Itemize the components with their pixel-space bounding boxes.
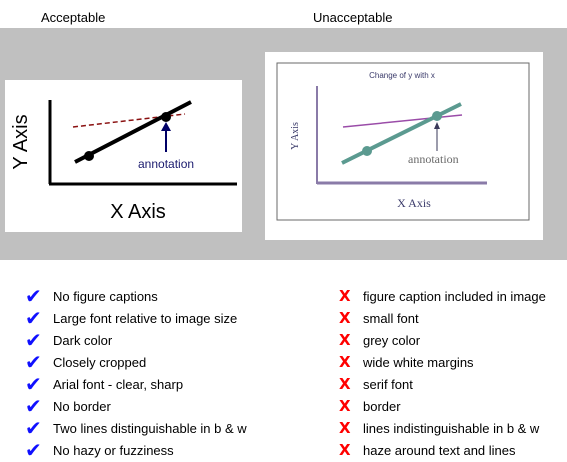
unacceptable-list-item-label: small font [363,310,419,326]
left-plot-arrowhead [161,122,171,131]
unacceptable-list-item-label: haze around text and lines [363,442,516,458]
check-icon: ✔ [25,416,42,440]
check-icon: ✔ [25,328,42,352]
cross-icon: X [339,308,351,327]
cross-icon: X [339,396,351,415]
left-plot-point-1 [84,151,94,161]
unacceptable-list-item-label: serif font [363,376,413,392]
marker: ✔ [25,308,53,328]
left-plot-x-label: X Axis [110,201,166,223]
unacceptable-list-item-label: figure caption included in image [363,288,546,304]
check-icon: ✔ [25,372,42,396]
marker: ✔ [25,418,53,438]
acceptable-list-item-label: No hazy or fuzziness [53,442,174,458]
acceptable-list-item: ✔ No hazy or fuzziness [25,439,310,461]
unacceptable-plot: Change of y with x annotation Y Axis X A… [276,62,530,221]
check-icon: ✔ [25,306,42,330]
left-plot-point-2 [161,112,171,122]
left-plot-annotation: annotation [138,157,194,171]
acceptable-list-item-label: Closely cropped [53,354,147,370]
acceptable-plot-panel: annotation Y Axis X Axis [5,80,242,232]
acceptable-list-item-label: No border [53,398,111,414]
marker: ✔ [25,396,53,416]
right-plot-border [276,62,530,221]
left-plot-solid-line [74,100,192,164]
marker: X [335,440,363,459]
left-plot-y-label: Y Axis [10,114,32,169]
right-plot-point-1 [362,146,372,156]
cross-icon: X [339,418,351,437]
acceptable-list-item-label: Arial font - clear, sharp [53,376,184,392]
marker: X [335,286,363,305]
unacceptable-plot-panel: Change of y with x annotation Y Axis X A… [265,52,543,240]
marker: X [335,374,363,393]
acceptable-list-item: ✔ Arial font - clear, sharp [25,373,310,395]
unacceptable-list-item-label: grey color [363,332,421,348]
acceptable-list-item: ✔ Closely cropped [25,351,310,373]
acceptable-list-item-label: Large font relative to image size [53,310,238,326]
check-icon: ✔ [25,284,42,308]
acceptable-list-item: ✔ No border [25,395,310,417]
right-plot-annotation: annotation [408,152,459,166]
unacceptable-list-item-label: wide white margins [363,354,474,370]
unacceptable-list-item: X border [335,395,560,417]
marker: X [335,308,363,327]
marker: ✔ [25,352,53,372]
right-plot-y-label: Y Axis [290,122,301,150]
acceptable-list-item: ✔ Dark color [25,329,310,351]
acceptable-list-item-label: No figure captions [53,288,158,304]
cross-icon: X [339,374,351,393]
check-icon: ✔ [25,394,42,418]
acceptable-header: Acceptable [41,10,106,25]
marker: ✔ [25,286,53,306]
right-plot-title: Change of y with x [369,71,435,80]
cross-icon: X [339,286,351,305]
marker: X [335,330,363,349]
acceptable-list-item-label: Two lines distinguishable in b & w [53,420,247,436]
left-plot-dashed-line [72,113,186,128]
acceptable-list-item: ✔ Large font relative to image size [25,307,310,329]
marker: ✔ [25,374,53,394]
right-plot-x-label: X Axis [397,196,431,210]
acceptable-list: ✔ No figure captions ✔ Large font relative … [25,285,310,461]
right-plot-purple-line [342,114,463,128]
marker: ✔ [25,330,53,350]
cross-icon: X [339,440,351,459]
check-icon: ✔ [25,438,42,462]
unacceptable-list-item-label: lines indistinguishable in b & w [363,420,540,436]
unacceptable-header: Unacceptable [313,10,393,25]
acceptable-list-item: ✔ No figure captions [25,285,310,307]
marker: X [335,418,363,437]
cross-icon: X [339,330,351,349]
marker: ✔ [25,440,53,460]
marker: X [335,396,363,415]
unacceptable-list-item-label: border [363,398,401,414]
marker: X [335,352,363,371]
right-plot-point-2 [432,111,442,121]
right-plot-arrowhead [434,122,440,129]
check-icon: ✔ [25,350,42,374]
acceptable-list-item-label: Dark color [53,332,113,348]
acceptable-list-item: ✔ Two lines distinguishable in b & w [25,417,310,439]
cross-icon: X [339,352,351,371]
acceptable-plot: annotation Y Axis X Axis [10,100,237,223]
